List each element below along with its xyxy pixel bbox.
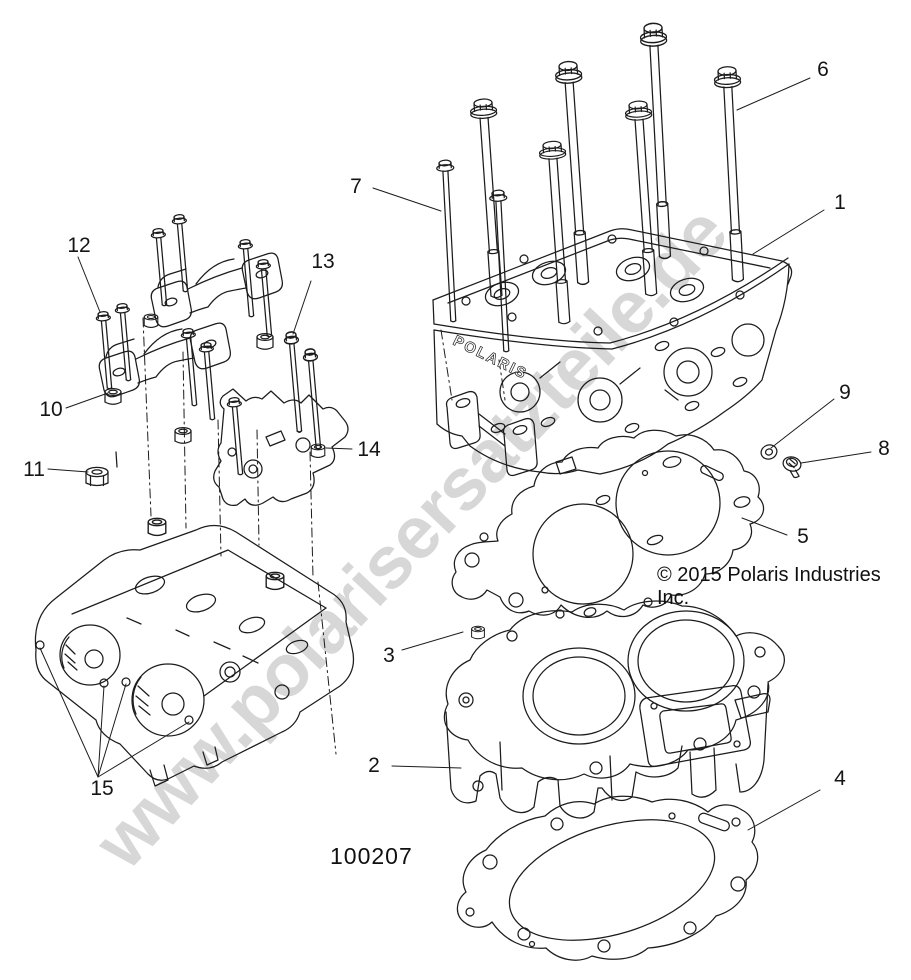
- cam-bolt: [171, 213, 194, 293]
- callout-15: 15: [90, 777, 114, 800]
- callout-1: 1: [834, 191, 846, 214]
- cam-bolt: [237, 238, 260, 318]
- cam-bolt: [150, 227, 173, 307]
- callout-5: 5: [797, 525, 809, 548]
- callout-13: 13: [311, 250, 335, 273]
- leader-lines: [39, 77, 872, 831]
- cam-bolt: [198, 341, 221, 421]
- head-bolt: [554, 60, 597, 286]
- camshaft-caps: [98, 252, 283, 398]
- cylinder-head-left-view: [34, 524, 355, 787]
- callout-9: 9: [839, 381, 851, 404]
- cam-bolt: [95, 310, 118, 390]
- callout-6: 6: [817, 58, 829, 81]
- figure-number: 100207: [330, 843, 413, 869]
- projection-lines: [142, 317, 506, 755]
- head-bolt: [713, 65, 752, 283]
- callout-4: 4: [834, 767, 846, 790]
- stud-bolts-group: [435, 159, 516, 353]
- flange-screw: [782, 456, 802, 479]
- callout-7: 7: [350, 175, 362, 198]
- cam-cap-bolts-group: [95, 213, 327, 476]
- head-bolt: [639, 21, 679, 260]
- stud-bolt: [488, 189, 516, 353]
- dowel-bushing: [310, 443, 326, 458]
- callout-3: 3: [383, 644, 395, 667]
- base-gasket: [456, 795, 759, 961]
- head-gasket: [451, 429, 765, 618]
- cam-bolt: [301, 347, 327, 451]
- head-bolts-group: [469, 21, 752, 326]
- callout-14: 14: [357, 438, 381, 461]
- callout-2: 2: [368, 754, 380, 777]
- washer: [760, 444, 778, 460]
- polaris-embossed-text: POLARIS: [450, 332, 530, 383]
- flange-nut: [85, 451, 118, 487]
- cam-carrier-bracket: [213, 388, 349, 506]
- dowel-bushing: [147, 517, 167, 537]
- dowel-bushing: [174, 426, 192, 444]
- copyright-text: © 2015 Polaris Industries Inc.: [657, 564, 881, 609]
- cam-bolt: [226, 396, 249, 476]
- callout-8: 8: [878, 437, 890, 460]
- callout-12: 12: [67, 234, 91, 257]
- callout-10: 10: [39, 398, 63, 421]
- dowel-pin: [471, 625, 485, 640]
- cam-bolt: [282, 330, 308, 434]
- cylinder-block: [443, 597, 785, 819]
- callout-11: 11: [23, 458, 45, 481]
